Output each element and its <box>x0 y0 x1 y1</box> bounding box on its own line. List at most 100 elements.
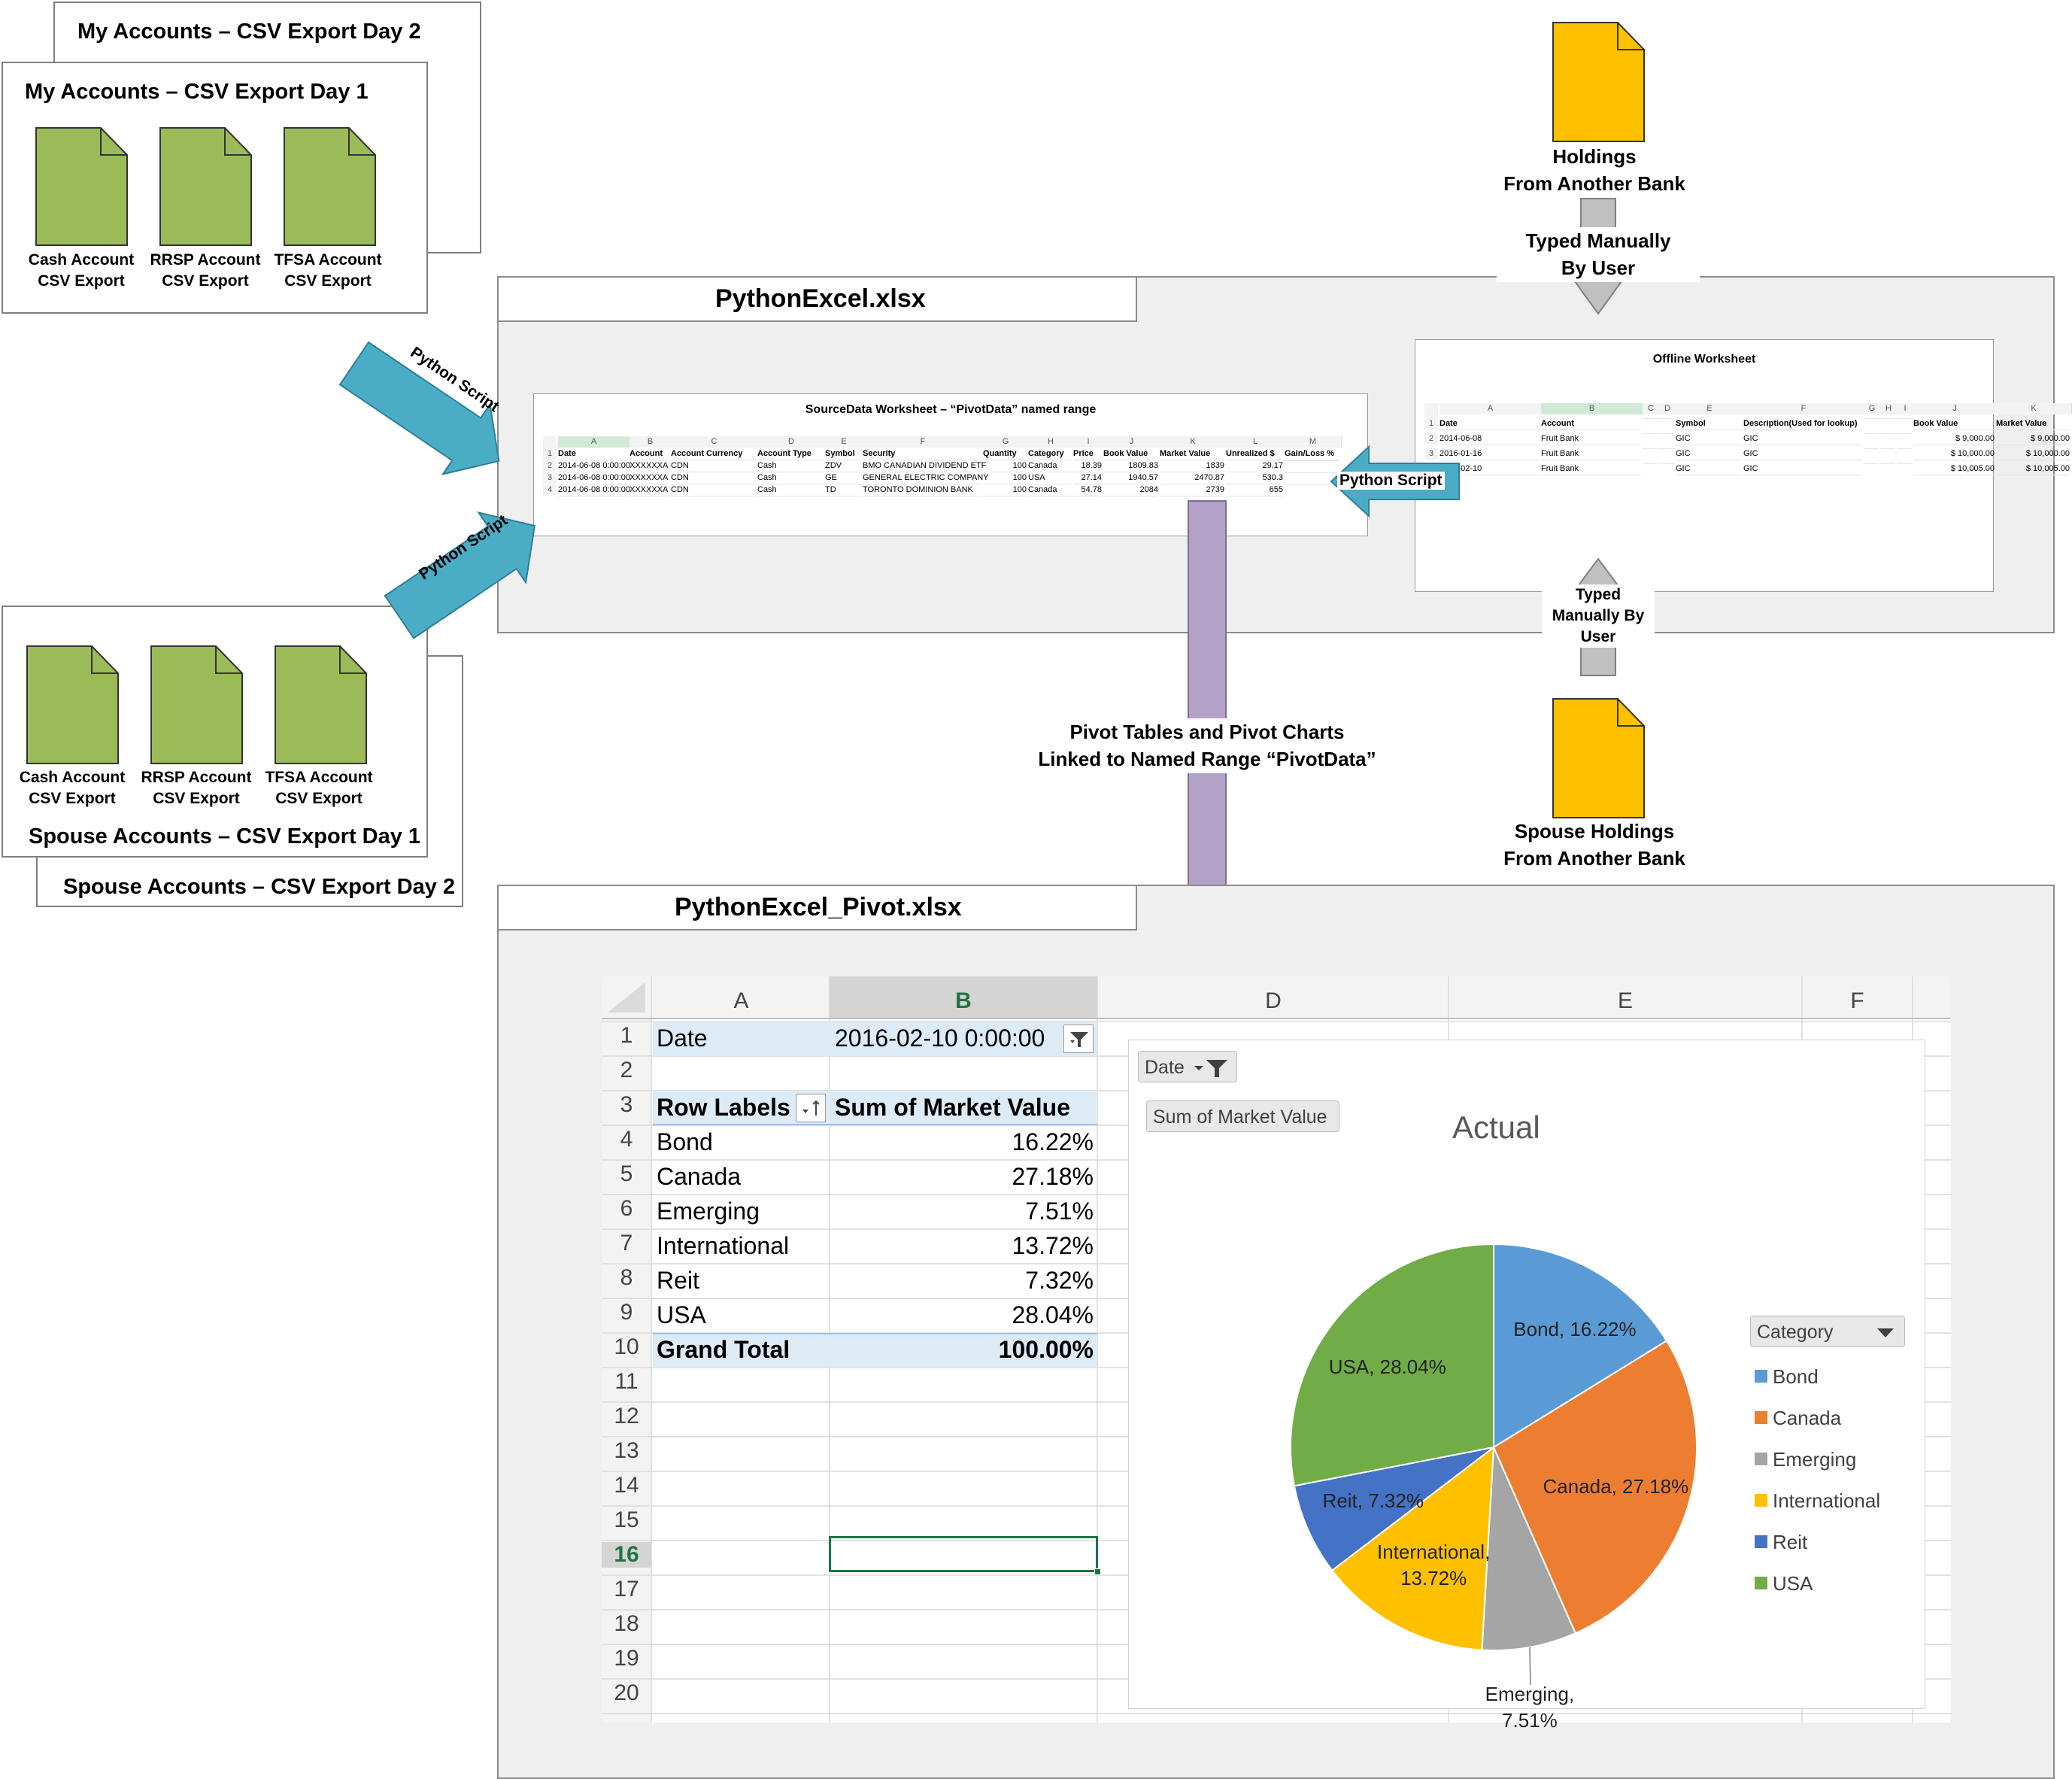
my-accounts-day2-title: My Accounts – CSV Export Day 2 <box>77 20 421 44</box>
mini-cell: Unrealized $ <box>1226 448 1283 460</box>
mini-row-number: 1 <box>1424 418 1438 430</box>
mini-cell <box>1864 433 1879 434</box>
mini-col-header: G <box>983 436 1029 448</box>
mini-cell <box>1897 418 1912 419</box>
row-header-16[interactable]: 16 <box>602 1542 651 1568</box>
row-header-2[interactable]: 2 <box>620 1058 633 1082</box>
pie-slice-canada[interactable] <box>1492 1340 1697 1635</box>
mini-col-header: G <box>1864 403 1881 414</box>
mini-cell <box>1880 448 1895 449</box>
row-header-15[interactable]: 15 <box>614 1507 639 1532</box>
row-header-10[interactable]: 10 <box>614 1334 639 1359</box>
pivot-chart[interactable]: Date Sum of Market Value Actual Bond, 16… <box>1128 1040 1925 1732</box>
mini-col-header: K <box>1996 403 2072 414</box>
legend-item-label[interactable]: International <box>1773 1489 1881 1512</box>
pie-slice-bond[interactable] <box>1493 1243 1668 1449</box>
my-accounts-day1-title: My Accounts – CSV Export Day 1 <box>25 80 369 104</box>
pie-data-label: Bond, 16.22% <box>1513 1317 1637 1340</box>
mini-cell: 1940.57 <box>1103 472 1158 484</box>
mini-col-header: E <box>825 436 863 448</box>
mini-cell <box>1864 463 1879 464</box>
mini-col-header: D <box>757 436 826 448</box>
pivot-file-title-box: PythonExcel_Pivot.xlsx <box>497 885 1137 930</box>
row-header-13[interactable]: 13 <box>614 1438 639 1463</box>
column-header-a[interactable]: A <box>733 988 749 1013</box>
pivot-row-label: Bond <box>657 1128 713 1155</box>
chart-value-field-button[interactable]: Sum of Market Value <box>1146 1100 1339 1132</box>
mini-cell <box>1897 448 1912 449</box>
row-header-11[interactable]: 11 <box>614 1369 639 1394</box>
mini-cell: GE <box>825 472 861 484</box>
pie-data-label: International,13.72% <box>1376 1541 1491 1590</box>
row-header-6[interactable]: 6 <box>620 1196 633 1221</box>
legend-item-label[interactable]: Bond <box>1773 1365 1819 1388</box>
legend-swatch <box>1755 1453 1767 1465</box>
chart-date-filter-button[interactable]: Date <box>1138 1051 1237 1082</box>
mini-cell: 100 <box>983 484 1027 496</box>
mini-cell: GIC <box>1743 433 1862 445</box>
row-header-20[interactable]: 20 <box>614 1680 639 1705</box>
filter-dropdown-button[interactable] <box>1063 1025 1094 1053</box>
mini-cell: Fruit Bank <box>1541 463 1641 475</box>
filter-field-value[interactable]: 2016-02-10 0:00:00 <box>835 1025 1045 1052</box>
legend-swatch <box>1755 1535 1767 1548</box>
column-header-b[interactable]: B <box>955 988 972 1013</box>
mini-cell: 100 <box>983 472 1027 484</box>
fill-handle[interactable] <box>1094 1568 1101 1575</box>
legend-item-label[interactable]: USA <box>1773 1572 1813 1595</box>
pivot-row-label: Canada <box>657 1163 742 1190</box>
mini-cell: Date <box>1439 418 1540 430</box>
mini-cell: Symbol <box>825 448 861 460</box>
pie-slice-international[interactable] <box>1330 1445 1495 1651</box>
row-header-12[interactable]: 12 <box>614 1404 639 1428</box>
mini-cell: Category <box>1028 448 1072 460</box>
column-header-e[interactable]: E <box>1617 988 1633 1013</box>
mini-col-header: C <box>671 436 758 448</box>
row-header-19[interactable]: 19 <box>614 1646 639 1671</box>
select-all-corner <box>608 982 645 1012</box>
pie-slice-usa[interactable] <box>1290 1243 1494 1487</box>
mini-cell: Canada <box>1028 484 1072 496</box>
legend-item-label[interactable]: Canada <box>1773 1407 1842 1429</box>
legend-item-label[interactable]: Reit <box>1773 1531 1808 1553</box>
row-header-8[interactable]: 8 <box>620 1265 633 1290</box>
file-icon <box>275 645 367 764</box>
row-header-14[interactable]: 14 <box>614 1473 639 1498</box>
legend-item-label[interactable]: Emerging <box>1773 1448 1857 1471</box>
row-header-9[interactable]: 9 <box>620 1300 633 1325</box>
mini-col-header: F <box>1743 403 1864 414</box>
row-header-5[interactable]: 5 <box>620 1161 633 1186</box>
sort-icon <box>802 1100 820 1116</box>
row-header-17[interactable]: 17 <box>614 1577 639 1601</box>
row-header-7[interactable]: 7 <box>620 1231 633 1255</box>
mini-cell: $ 10,005.00 <box>1996 463 2070 475</box>
row-header-4[interactable]: 4 <box>620 1127 633 1152</box>
row-header-1[interactable]: 1 <box>620 1023 633 1048</box>
mini-cell: Cash <box>757 484 824 496</box>
mini-cell: Cash <box>757 460 824 472</box>
mini-cell <box>1880 418 1895 419</box>
file-icon <box>159 127 252 246</box>
row-header-3[interactable]: 3 <box>620 1092 633 1117</box>
row-labels-sort-button[interactable] <box>796 1094 826 1122</box>
filter-row-bg <box>653 1022 1097 1056</box>
legend-category-button[interactable]: Category <box>1750 1316 1905 1347</box>
mini-cell: ZDV <box>825 460 861 472</box>
mini-cell: Book Value <box>1913 418 1995 430</box>
mini-cell: TD <box>825 484 861 496</box>
pie-slice-reit[interactable] <box>1293 1447 1494 1572</box>
pivot-row-label: USA <box>657 1301 706 1328</box>
column-header-d[interactable]: D <box>1265 988 1282 1013</box>
selected-cell-b16[interactable] <box>829 1536 1098 1572</box>
row-header-18[interactable]: 18 <box>614 1611 639 1636</box>
mini-cell: GIC <box>1743 448 1862 460</box>
mini-cell: CDN <box>671 460 756 472</box>
pivot-row-value: 7.51% <box>1025 1198 1094 1225</box>
mini-col-header: K <box>1160 436 1227 448</box>
mini-cell <box>1880 463 1895 464</box>
column-header-f[interactable]: F <box>1850 988 1864 1013</box>
